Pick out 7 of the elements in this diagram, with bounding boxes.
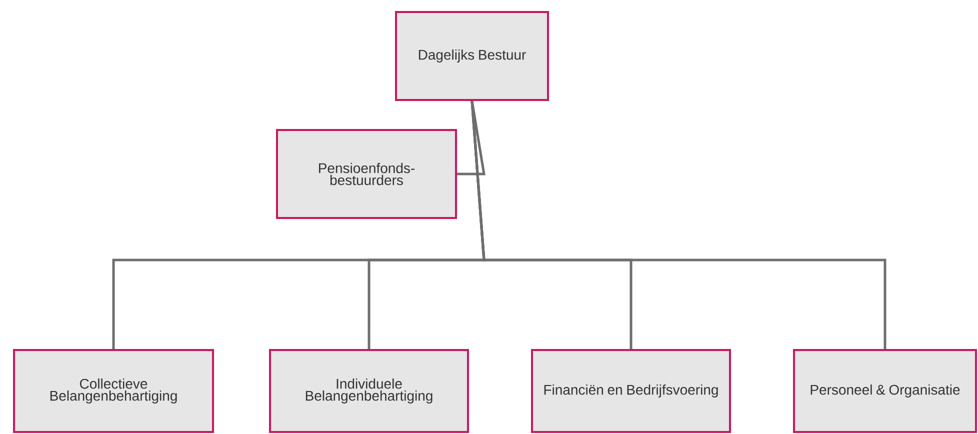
- org-box: Personeel & Organisatie: [793, 348, 977, 433]
- org-box: Individuele Belangenbehartiging: [269, 348, 469, 433]
- org-box: Financiën en Bedrijfsvoering: [531, 348, 731, 433]
- org-box: Pensioenfonds- bestuurders: [276, 129, 457, 219]
- org-box: Collectieve Belangenbehartiging: [13, 348, 214, 433]
- connector-line: [470, 100, 886, 349]
- org-box: Dagelijks Bestuur: [395, 11, 549, 101]
